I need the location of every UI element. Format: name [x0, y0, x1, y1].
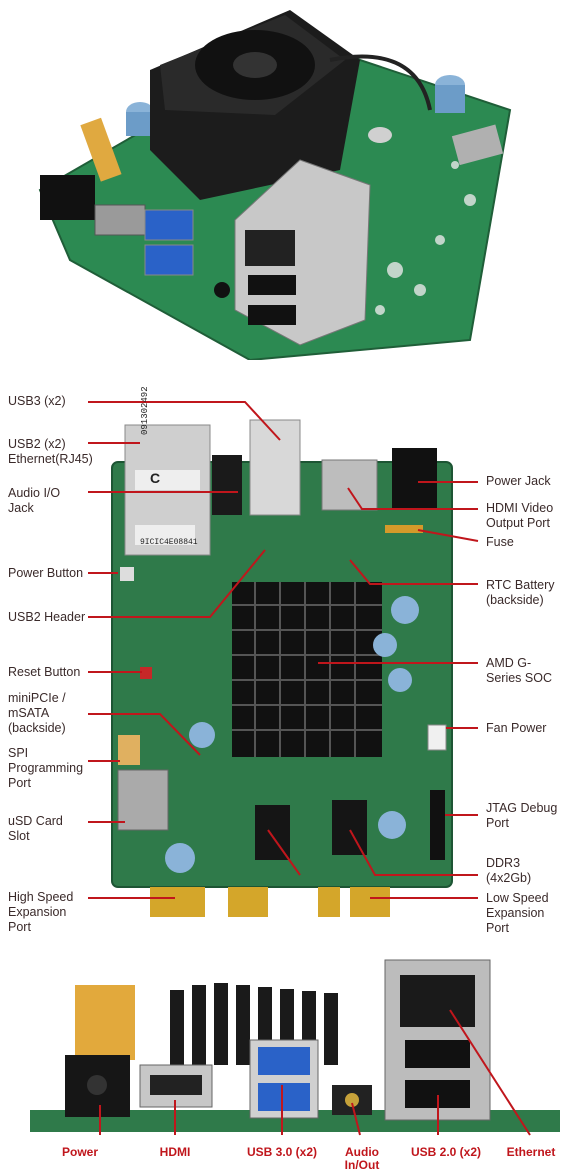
label-low-speed-port: Port	[486, 921, 509, 935]
label-usb2-header: USB2 Header	[8, 610, 86, 624]
label-ethernet: Ethernet	[506, 1145, 556, 1159]
heatsink-fins	[232, 582, 382, 757]
capacitors	[126, 75, 465, 143]
label-reset-button: Reset Button	[8, 665, 81, 679]
label-usd-slot: Slot	[8, 829, 30, 843]
board-edge-connectors: Power HDMI USB 3.0 (x2) Audio In/Out USB…	[0, 945, 568, 1174]
label-usb2: USB2 (x2)	[8, 437, 66, 451]
label-usb20: USB 2.0 (x2)	[410, 1145, 482, 1159]
label-low-speed: Low Speed	[486, 891, 549, 905]
label-hdmi: HDMI	[159, 1145, 191, 1159]
barcode-text-bottom: 9ICIC4E08841	[140, 538, 198, 547]
high-speed-expansion-fingers	[150, 887, 205, 917]
label-ddr3: DDR3	[486, 856, 521, 870]
label-fan-power: Fan Power	[486, 721, 547, 735]
reset-button	[140, 667, 152, 679]
power-jack	[392, 448, 437, 508]
board-topdown-illustration	[88, 401, 479, 917]
label-msata: mSATA	[8, 706, 50, 720]
label-jtag: JTAG Debug	[486, 801, 558, 815]
label-hdmi-video: HDMI Video	[486, 501, 554, 515]
labeled-board-diagram: USB3 (x2) USB2 (x2) Ethernet(RJ45) Audio…	[0, 360, 568, 945]
label-rtc-battery: RTC Battery	[486, 578, 555, 592]
label-audio-inout: In/Out	[344, 1158, 380, 1172]
capacitors	[165, 596, 419, 873]
label-rtc-backside: (backside)	[486, 593, 544, 607]
label-ethernet: Ethernet(RJ45)	[8, 452, 93, 466]
barcode-text-top: 091302492	[140, 386, 150, 435]
label-hdmi-output: Output Port	[486, 516, 550, 530]
label-audio: Audio	[345, 1145, 379, 1159]
label-spi: SPI	[8, 746, 29, 760]
label-spi-programming: Programming	[8, 761, 84, 775]
jtag-header	[430, 790, 445, 860]
label-high-speed-port: Port	[8, 920, 31, 934]
board-perspective-photo	[0, 0, 568, 360]
label-soc-series: Series SOC	[486, 671, 552, 685]
label-power-jack: Power Jack	[486, 474, 551, 488]
power-jack-cover	[75, 985, 135, 1060]
pointer-lines	[99, 1009, 531, 1136]
power-button	[120, 567, 134, 581]
label-fuse: Fuse	[486, 535, 514, 549]
label-usd-card: uSD Card	[8, 814, 63, 828]
power-jack	[40, 175, 95, 220]
label-minipcie-backside: (backside)	[8, 721, 66, 735]
usd-slot	[117, 769, 169, 831]
label-spi-port: Port	[8, 776, 31, 790]
label-power-button: Power Button	[8, 566, 84, 580]
fuse	[385, 525, 423, 533]
pointer-lines	[88, 401, 479, 899]
ethernet-usb2-block	[234, 159, 371, 346]
hdmi-connector	[321, 459, 378, 511]
chip-letter: C	[150, 470, 161, 486]
label-power: Power	[61, 1145, 98, 1159]
heatsink	[232, 582, 382, 757]
pcb-components	[375, 161, 476, 315]
label-jtag-port: Port	[486, 816, 509, 830]
ddr3-chip	[255, 805, 290, 860]
label-high-speed-expansion: Expansion	[8, 905, 67, 919]
label-minipcie: miniPCIe /	[8, 691, 66, 705]
label-usb30: USB 3.0 (x2)	[246, 1145, 318, 1159]
board-perspective-illustration	[38, 10, 512, 360]
label-amd-soc: AMD G-	[486, 656, 532, 670]
spi-header	[118, 735, 140, 765]
label-ddr3-size: (4x2Gb)	[486, 871, 532, 885]
board-edge-illustration	[30, 959, 560, 1136]
ddr3-chip	[332, 800, 367, 855]
usb3-port	[144, 209, 194, 241]
hdmi-port	[94, 204, 146, 236]
audio-jack	[212, 455, 242, 515]
label-audio-jack: Jack	[8, 501, 34, 515]
label-high-speed: High Speed	[8, 890, 74, 904]
label-low-speed-expansion: Expansion	[486, 906, 545, 920]
label-usb3: USB3 (x2)	[8, 394, 66, 408]
low-speed-expansion-fingers	[350, 887, 390, 917]
fan-power-header	[427, 724, 447, 751]
label-audio-io: Audio I/O	[8, 486, 61, 500]
